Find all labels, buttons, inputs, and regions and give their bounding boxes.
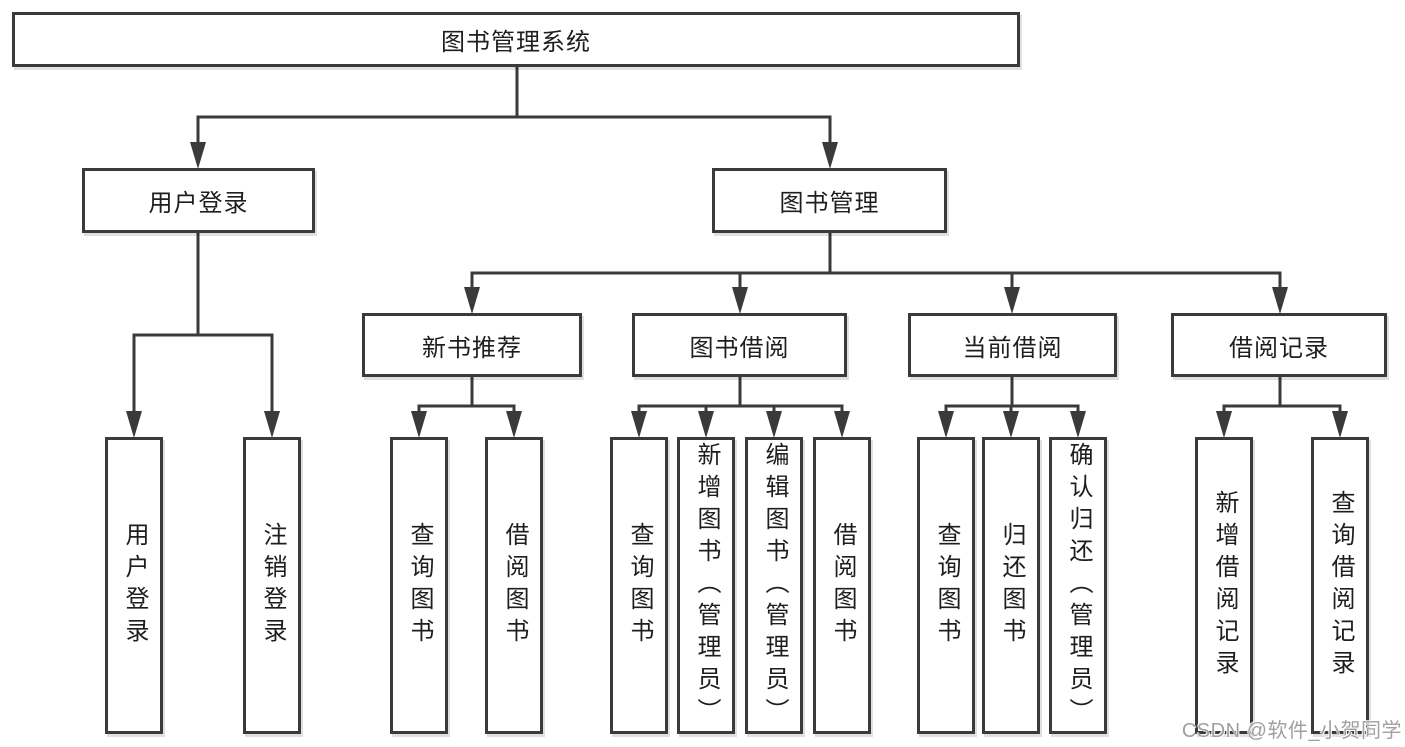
node-new-book-recommendation: 新书推荐 xyxy=(362,313,582,377)
leaf-user-login: 用户登录 xyxy=(105,437,163,734)
leaf-borrow-query-books: 查询图书 xyxy=(610,437,668,734)
node-book-management: 图书管理 xyxy=(712,168,947,233)
leaf-current-confirm-return-admin: 确认归还（管理员） xyxy=(1049,437,1107,734)
node-user-login: 用户登录 xyxy=(82,168,315,233)
leaf-record-add-borrow-record: 新增借阅记录 xyxy=(1195,437,1253,734)
leaf-borrow-add-book-admin: 新增图书（管理员） xyxy=(677,437,735,734)
node-current-borrowing: 当前借阅 xyxy=(908,313,1117,377)
leaf-newbook-borrow-books: 借阅图书 xyxy=(485,437,543,734)
leaf-newbook-query-books: 查询图书 xyxy=(390,437,448,734)
node-borrowing-records: 借阅记录 xyxy=(1171,313,1387,377)
leaf-record-query-borrow-record: 查询借阅记录 xyxy=(1311,437,1369,734)
node-library-management-system: 图书管理系统 xyxy=(12,12,1020,67)
leaf-logout: 注销登录 xyxy=(243,437,301,734)
leaf-borrow-borrow-books: 借阅图书 xyxy=(813,437,871,734)
leaf-current-query-books: 查询图书 xyxy=(917,437,975,734)
leaf-current-return-books: 归还图书 xyxy=(982,437,1040,734)
leaf-borrow-edit-book-admin: 编辑图书（管理员） xyxy=(745,437,803,734)
csdn-watermark: CSDN @软件_小贺同学 xyxy=(1181,720,1402,742)
node-book-borrowing: 图书借阅 xyxy=(632,313,847,377)
